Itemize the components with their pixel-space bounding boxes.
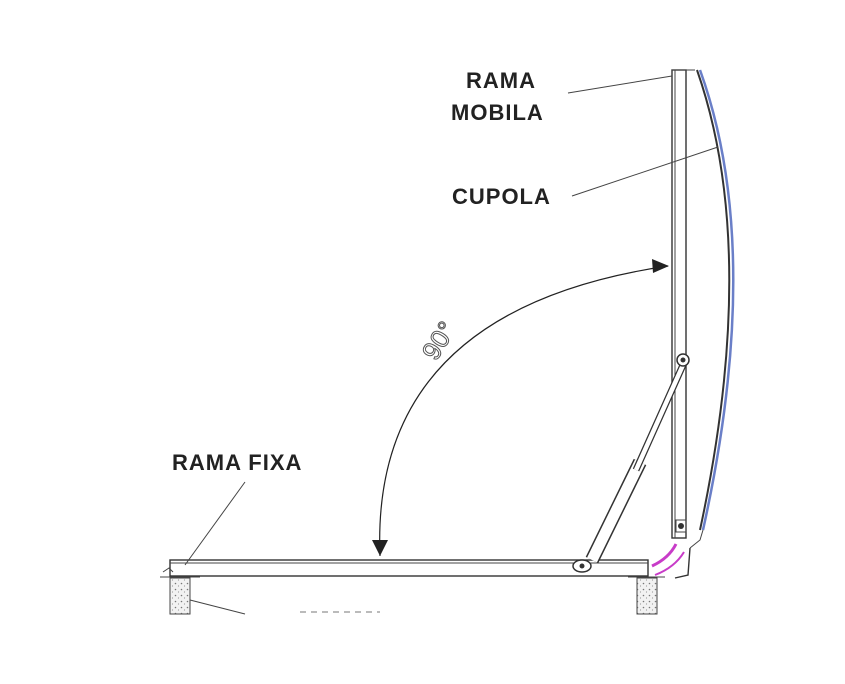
cupola-dome [674,69,735,579]
hinge [651,543,685,576]
movable-frame [671,69,695,539]
gas-spring [572,353,690,573]
right-support [628,576,665,615]
leader-rama-fixa [184,481,246,566]
label-rama-mobila-line2: MOBILA [451,100,544,125]
label-cupola: CUPOLA [452,184,551,209]
fixed-frame [169,559,649,577]
leader-rama-mobila [567,75,673,94]
bottom-partial-line [189,599,380,615]
label-rama-mobila-line1: RAMA [466,68,536,93]
angle-arc [372,259,669,557]
label-angle: 90° [416,316,462,365]
left-support [160,567,200,615]
leader-cupola [571,146,719,197]
label-rama-fixa: RAMA FIXA [172,450,302,475]
